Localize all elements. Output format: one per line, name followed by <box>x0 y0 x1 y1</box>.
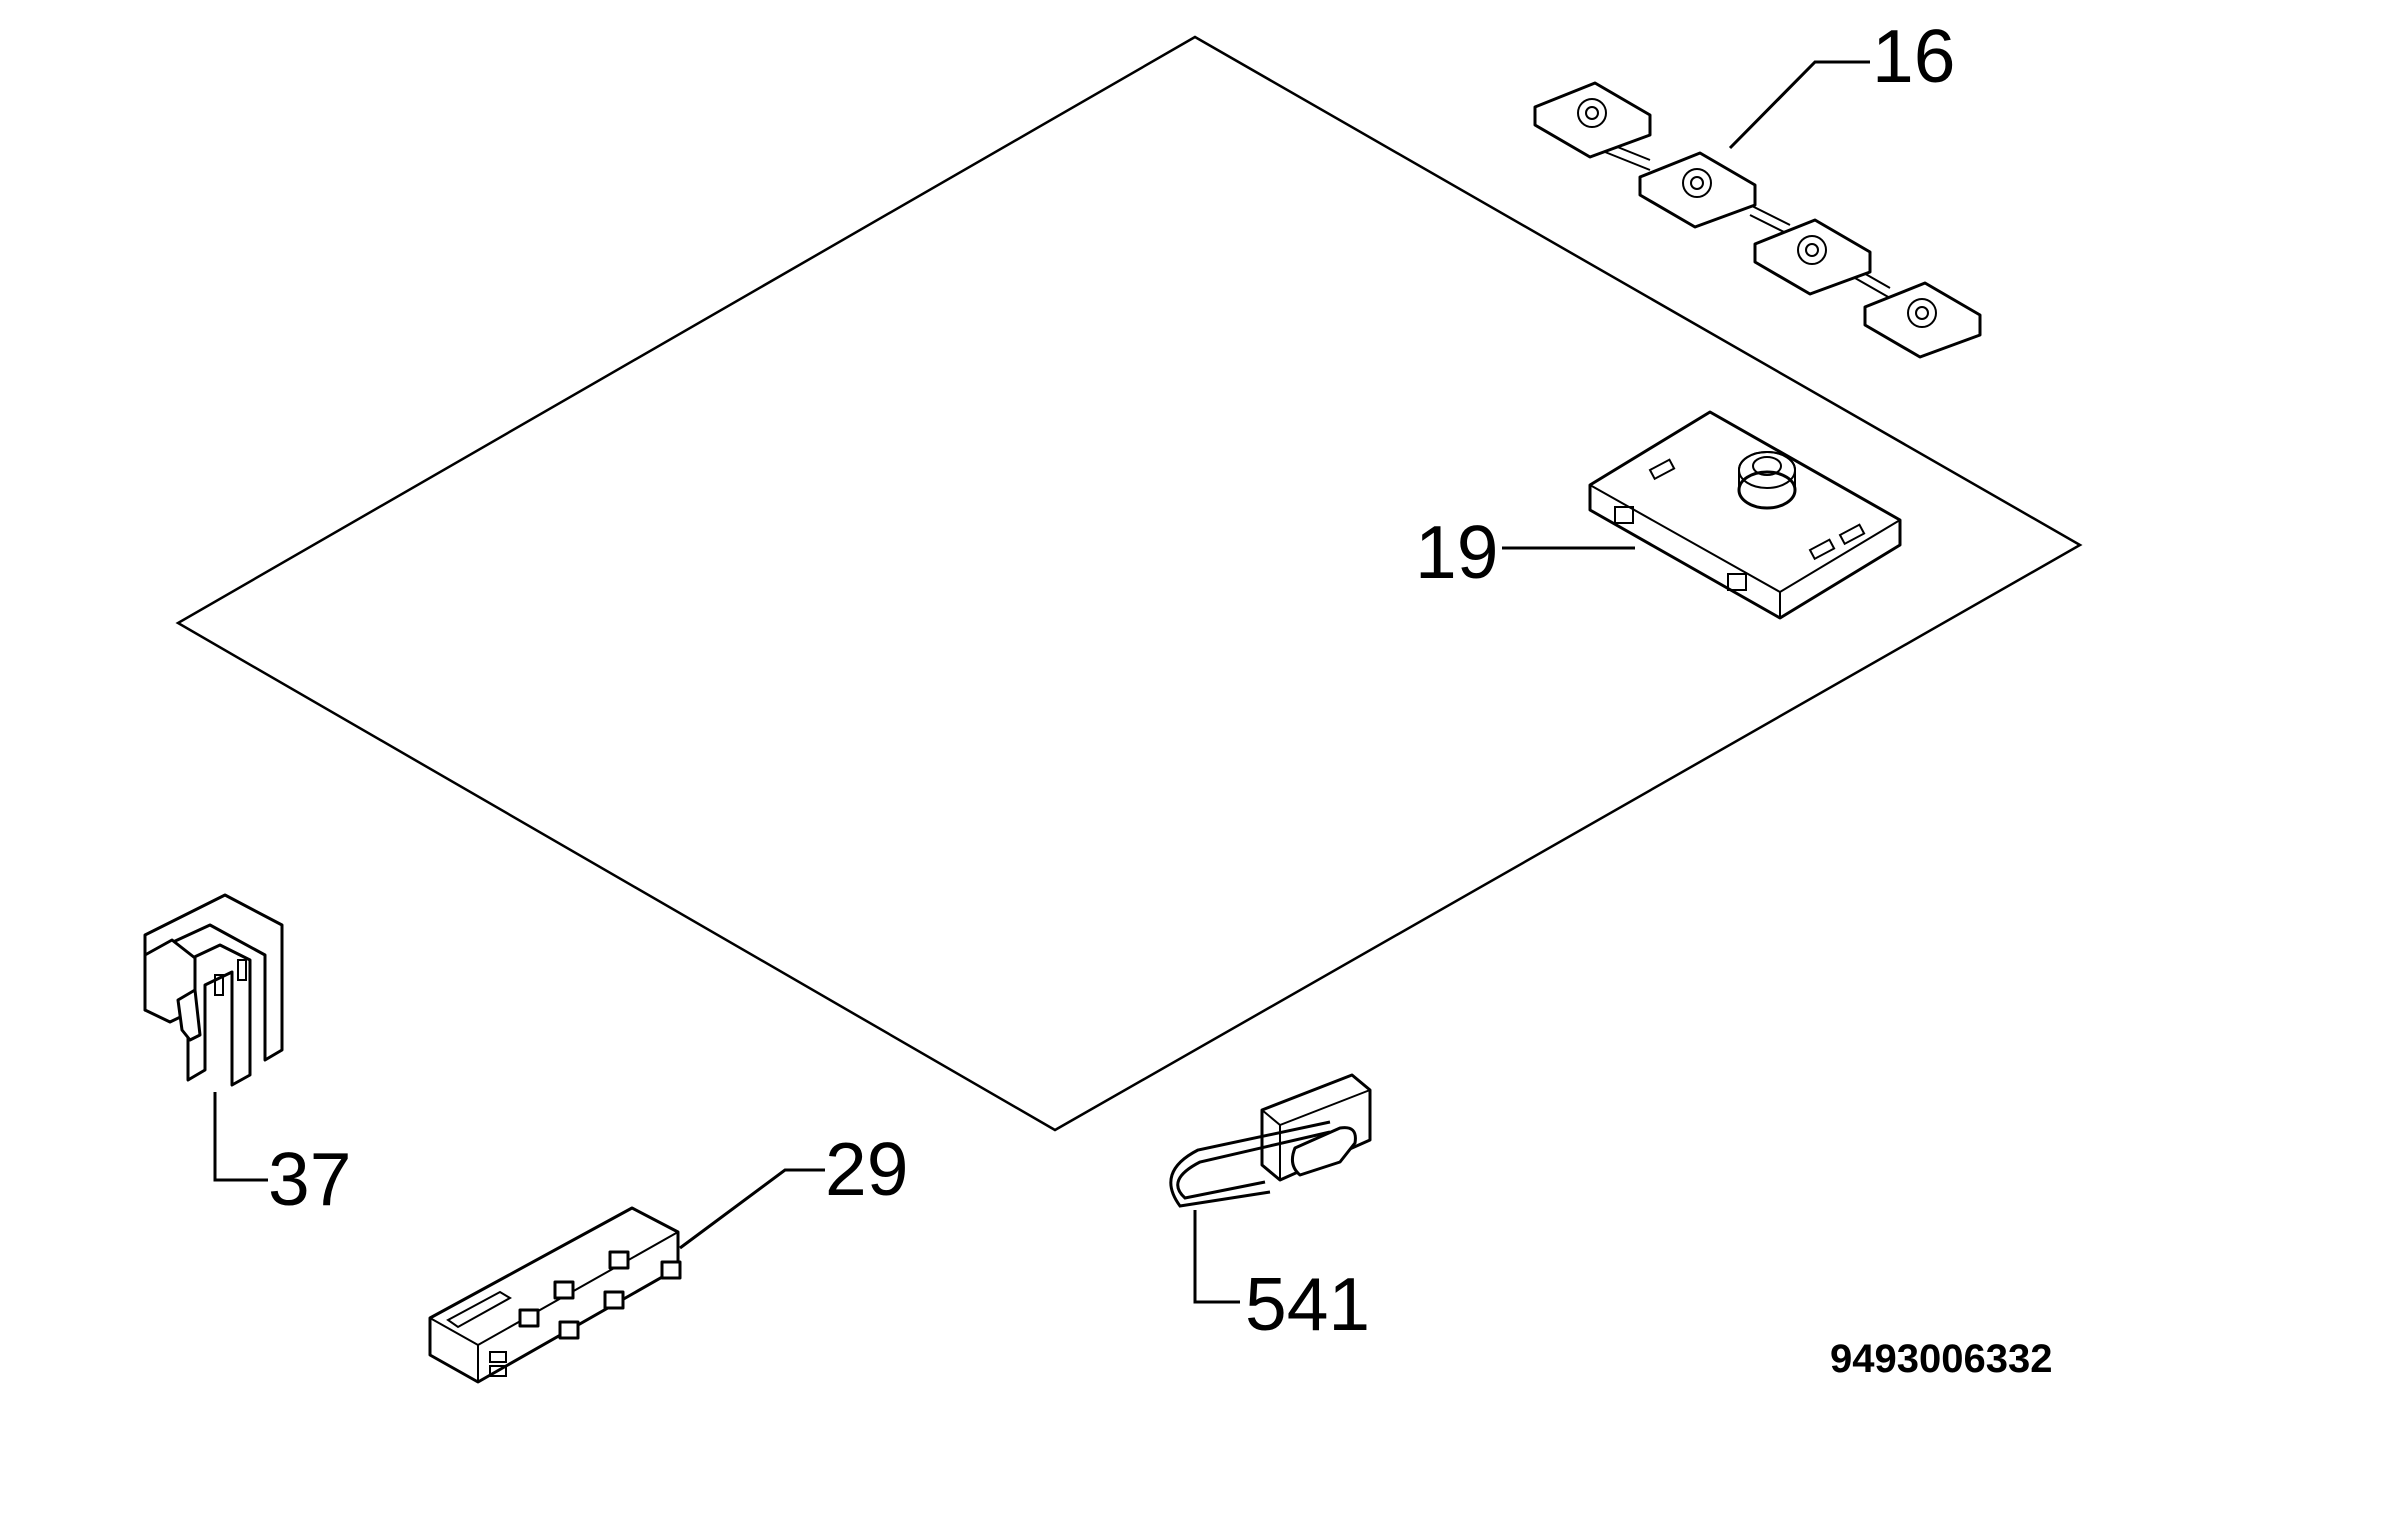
part-37-terminal-clip <box>143 893 284 1087</box>
part-19-control-module <box>1588 410 1902 620</box>
part-541-spark-electrode <box>1169 1073 1372 1208</box>
callout-29: 29 <box>825 1127 908 1211</box>
callout-37: 37 <box>268 1137 351 1221</box>
part-16-switch-strip <box>1533 81 1982 359</box>
callout-541: 541 <box>1245 1262 1370 1346</box>
leader-16 <box>1728 60 1870 150</box>
part-29-ignition-generator <box>428 1206 682 1384</box>
leader-37 <box>213 1092 268 1182</box>
callout-16: 16 <box>1872 14 1955 98</box>
callout-19: 19 <box>1415 510 1498 594</box>
leader-29 <box>679 1168 825 1250</box>
leader-541 <box>1193 1210 1240 1304</box>
hob-panel-outline <box>175 35 2083 1132</box>
document-number: 9493006332 <box>1830 1337 2052 1381</box>
